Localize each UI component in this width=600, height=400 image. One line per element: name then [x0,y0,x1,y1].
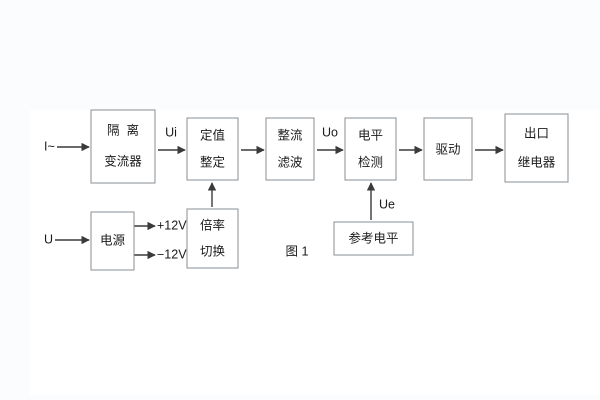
block-level-detect-line2: 检测 [358,154,383,169]
block-setting[interactable]: 定值 整定 [186,117,239,181]
label-ue: Ue [379,197,395,211]
block-drive[interactable]: 驱动 [423,117,473,181]
block-level-detect-line1: 电平 [358,128,383,142]
block-rectify-filter-line1: 整流 [277,127,303,142]
block-drive-line1: 驱动 [435,142,460,156]
block-isolation-ct[interactable]: 隔 离 变流器 [90,109,156,184]
block-output-relay[interactable]: 出口 继电器 [504,113,569,183]
block-ratio-switch[interactable]: 倍率 切换 [186,208,239,269]
block-setting-line2: 整定 [200,154,225,169]
block-reference-level-line1: 参考电平 [348,230,398,245]
block-ratio-switch-line1: 倍率 [200,217,225,232]
block-level-detect[interactable]: 电平 检测 [344,117,397,181]
label-uo: Uo [322,125,338,139]
label-supply-negative: −12V [157,247,187,261]
figure-caption: 图 1 [286,244,309,258]
label-supply-positive: +12V [157,218,187,232]
block-power-supply[interactable]: 电源 [90,211,135,271]
block-output-relay-line1: 出口 [524,126,549,140]
block-rectify-filter-line2: 滤波 [277,155,303,169]
block-setting-line1: 定值 [200,127,225,142]
block-power-supply-line1: 电源 [100,233,126,247]
block-isolation-ct-line2: 变流器 [104,153,142,168]
block-isolation-ct-line1: 隔 离 [107,122,139,137]
label-ui: Ui [165,125,177,139]
label-current-input: I~ [44,139,55,153]
label-voltage-input: U [44,232,53,246]
block-output-relay-line2: 继电器 [518,155,556,169]
block-reference-level[interactable]: 参考电平 [333,221,414,256]
block-rectify-filter[interactable]: 整流 滤波 [265,117,315,181]
block-ratio-switch-line2: 切换 [200,244,226,258]
